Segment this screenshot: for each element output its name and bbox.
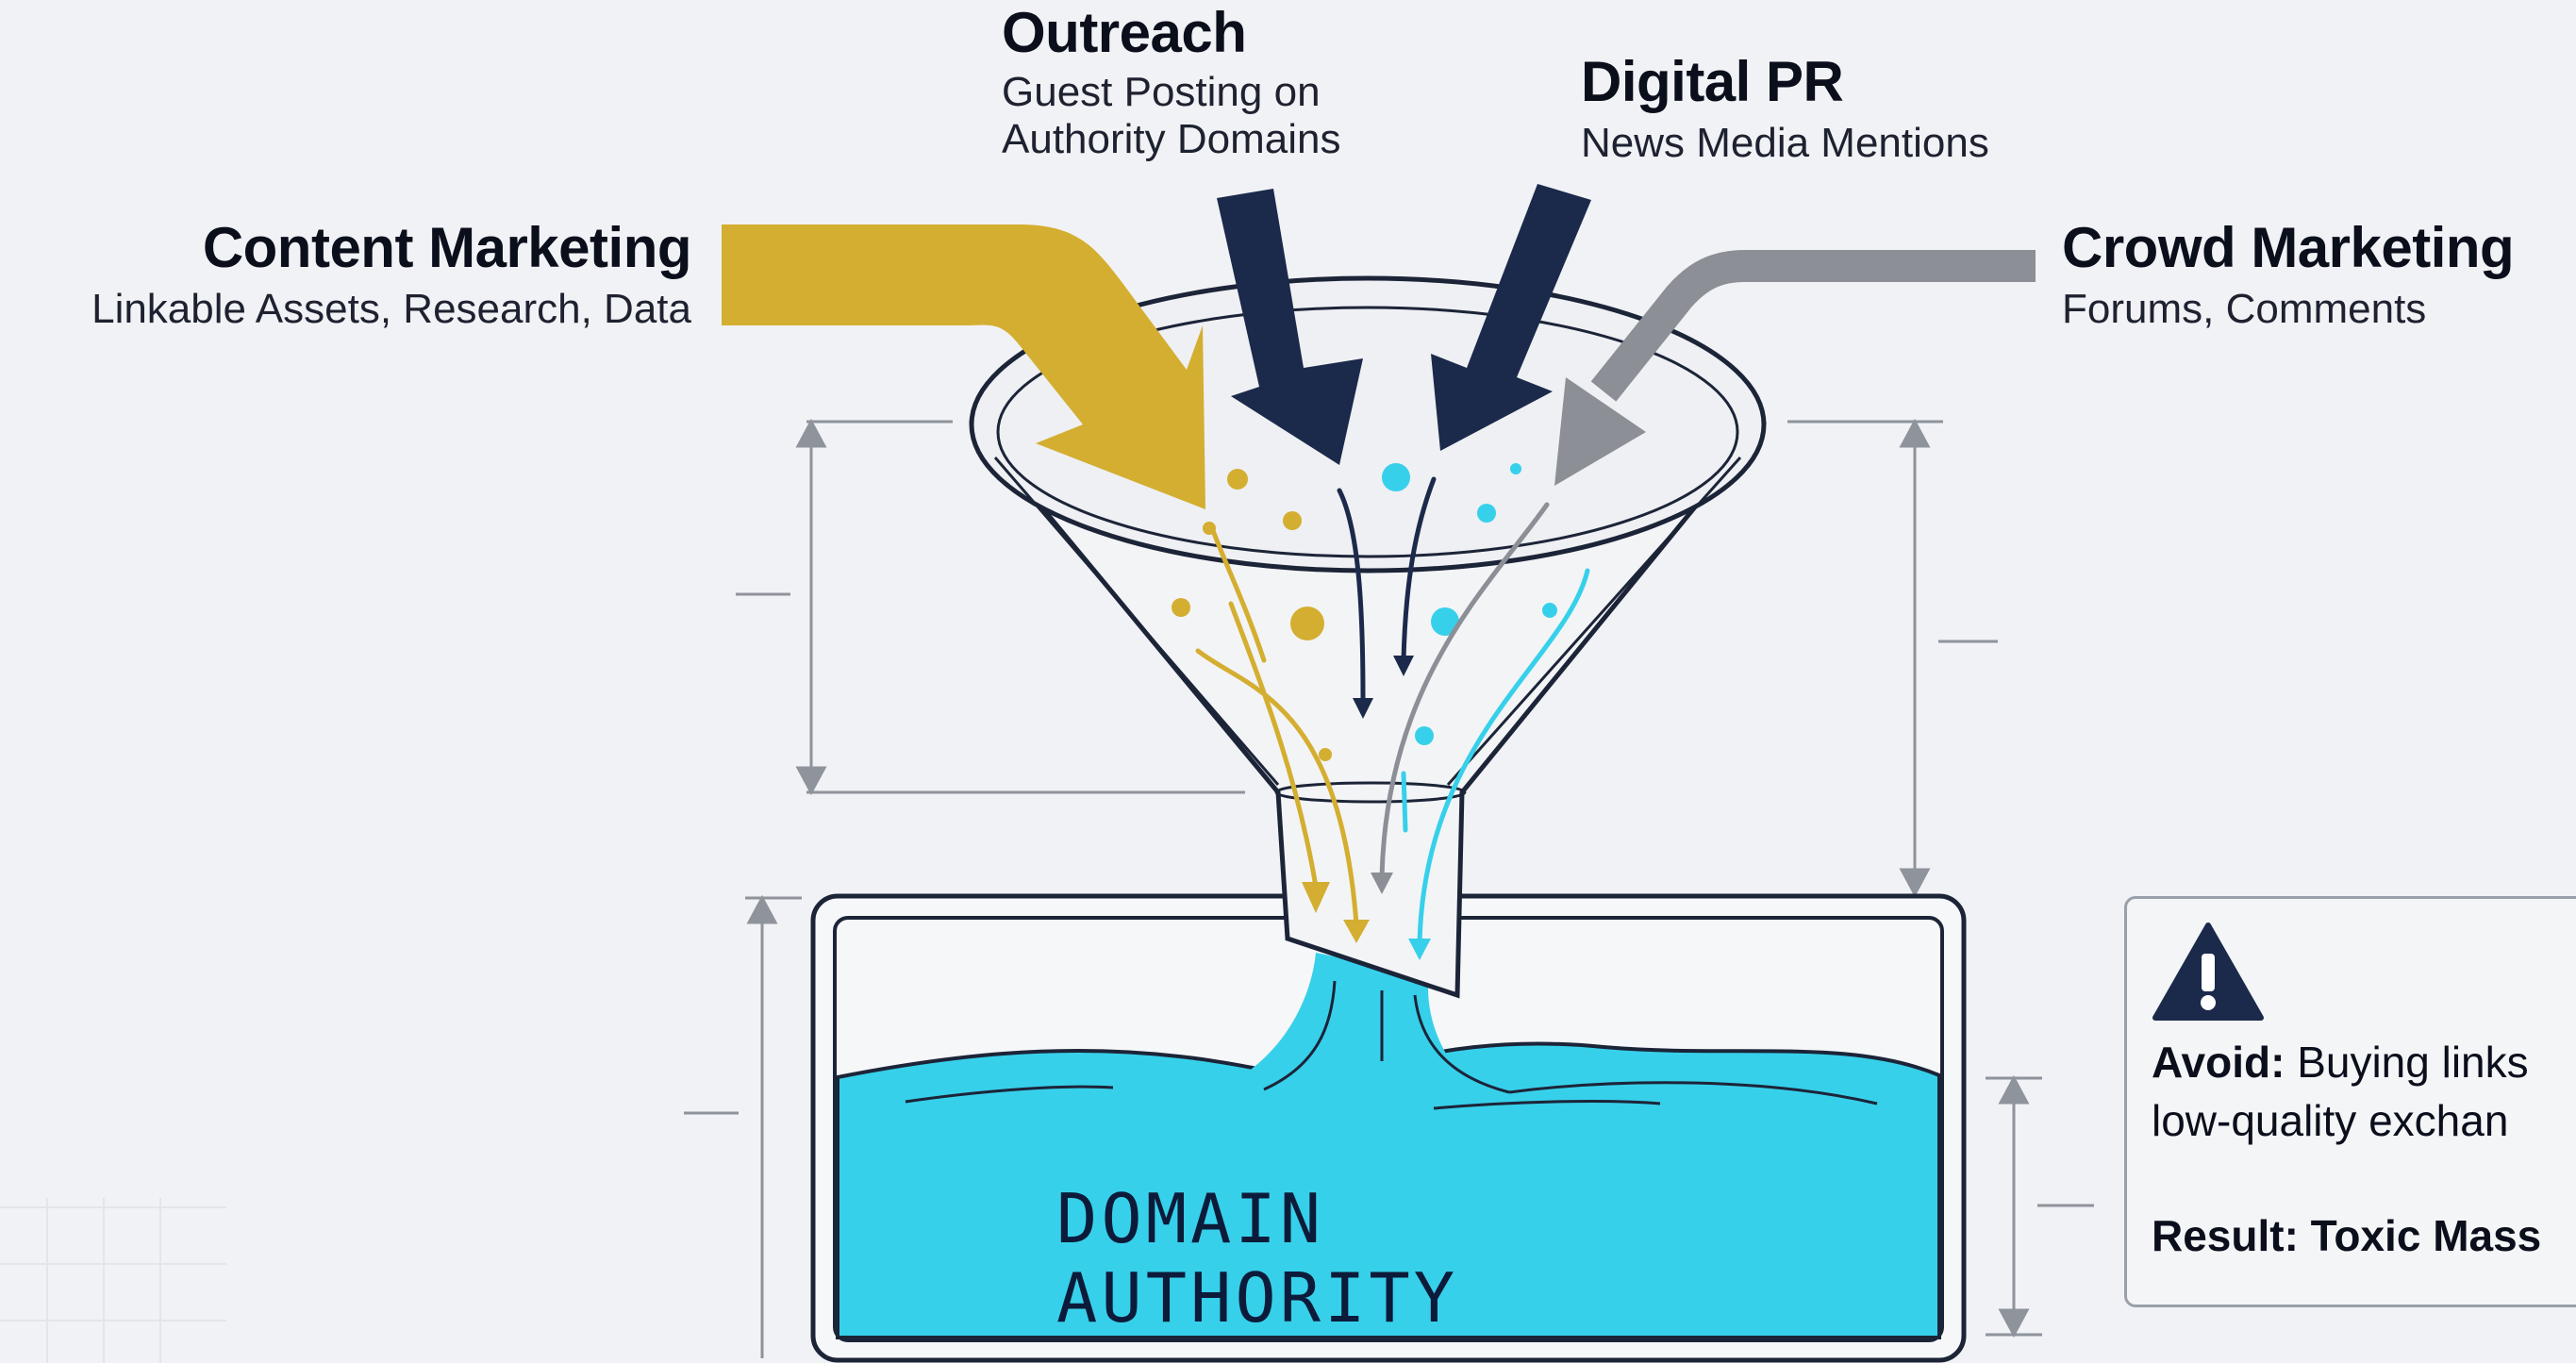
warning-avoid-line: Avoid: Buying links [2152,1037,2529,1088]
crowd-marketing-label: Crowd Marketing Forums, Comments [2062,215,2515,333]
crowd-marketing-title: Crowd Marketing [2062,216,2515,279]
particles [1172,463,1557,761]
flow-arrowheads [1302,656,1431,960]
outreach-subtitle-line2: Authority Domains [1002,116,1341,162]
warning-triangle-icon [2152,923,2264,1021]
warning-box: Avoid: Buying links low-quality exchan R… [2124,896,2576,1307]
digital-pr-label: Digital PR News Media Mentions [1581,49,1989,167]
content-marketing-title: Content Marketing [202,216,692,279]
content-marketing-arrow [722,224,1205,509]
content-marketing-subtitle: Linkable Assets, Research, Data [91,286,691,332]
background-grid [0,1198,226,1363]
digital-pr-arrow [1431,184,1591,451]
crowd-marketing-subtitle: Forums, Comments [2062,286,2427,332]
warning-result: Result: Toxic Mass [2152,1211,2542,1260]
digital-pr-subtitle: News Media Mentions [1581,120,1989,166]
crowd-marketing-arrow [1554,250,2036,486]
warning-avoid-text-2: low-quality exchan [2152,1096,2509,1145]
flow-lines [1195,476,1590,946]
digital-pr-title: Digital PR [1581,50,1844,113]
outreach-title: Outreach [1002,1,1247,64]
outreach-arrow [1217,189,1363,465]
stream [1226,953,1510,1094]
dimension-markers [684,418,2094,1358]
warning-avoid-text-1: Buying links [2297,1038,2529,1087]
outreach-subtitle-line1: Guest Posting on [1002,69,1321,115]
warning-avoid-label: Avoid: [2152,1038,2285,1087]
content-marketing-label: Content Marketing Linkable Assets, Resea… [91,215,691,333]
outreach-label: Outreach Guest Posting on Authority Doma… [1002,0,1340,163]
tank-label: DOMAIN AUTHORITY [1056,1179,1459,1338]
